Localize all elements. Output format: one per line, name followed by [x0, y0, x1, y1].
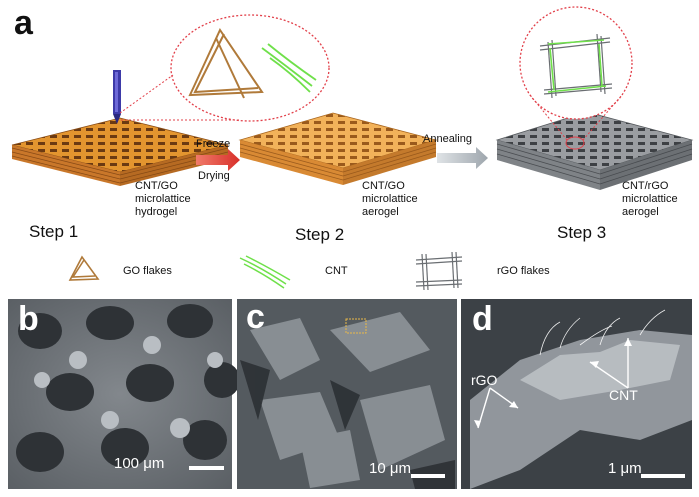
scale-label-d: 1 μm — [608, 460, 642, 477]
step1-description: CNT/GO microlattice hydrogel — [135, 180, 191, 218]
sem-panel-d — [461, 299, 692, 489]
panel-letter-b: b — [18, 300, 39, 338]
legend-rgo-label: rGO flakes — [497, 265, 550, 277]
scale-label-b: 100 μm — [114, 455, 165, 472]
magnify-callout-1 — [119, 14, 330, 122]
step3-lattice — [495, 111, 694, 190]
drying-label: Drying — [198, 170, 230, 182]
legend-go-label: GO flakes — [123, 265, 172, 277]
step3-description: CNT/rGO microlattice aerogel — [622, 180, 678, 218]
freeze-drying-arrow — [196, 149, 240, 171]
step2-lattice — [238, 112, 438, 185]
magnify-callout-3 — [519, 6, 633, 141]
legend-rgo-icon — [415, 251, 463, 291]
step3-label: Step 3 — [557, 223, 607, 242]
legend-cnt-icon — [239, 255, 291, 289]
legend-cnt-label: CNT — [325, 265, 348, 277]
step2-description: CNT/GO microlattice aerogel — [362, 180, 418, 218]
annealing-label: Annealing — [423, 133, 472, 145]
annealing-arrow — [437, 147, 488, 169]
step2-label: Step 2 — [295, 225, 345, 244]
legend-go-icon — [68, 255, 100, 281]
panel-letter-a: a — [14, 4, 33, 42]
sem-panel-b — [8, 299, 240, 489]
rgo-annotation: rGO — [471, 372, 498, 388]
panel-letter-c: c — [246, 298, 265, 336]
sem-panel-c — [237, 299, 457, 489]
panel-letter-d: d — [472, 300, 493, 338]
step1-label: Step 1 — [29, 222, 79, 241]
scale-label-c: 10 μm — [369, 460, 411, 477]
freeze-label: Freeze — [196, 138, 231, 150]
cnt-annotation: CNT — [609, 387, 638, 403]
